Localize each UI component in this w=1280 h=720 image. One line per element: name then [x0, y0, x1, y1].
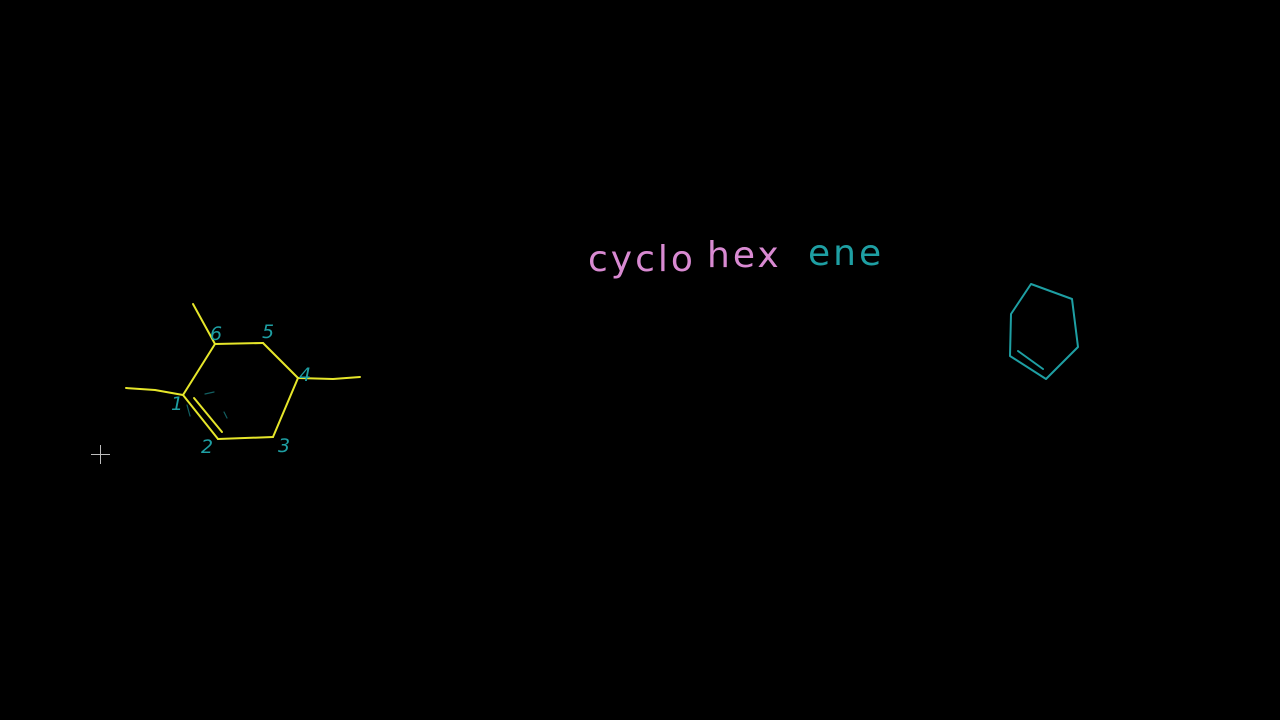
substituent-bond-c4: [297, 376, 361, 380]
carbon-label-2: 2: [201, 436, 213, 458]
substituent-bond-c6: [192, 303, 216, 345]
carbon-labels: 1 2 3 4 5 6: [171, 321, 311, 458]
ring-bond-1-6: [182, 343, 216, 396]
ring-bond-4-3: [272, 377, 299, 438]
carbon-label-1: 1: [171, 393, 183, 415]
ring-bond-5-4: [262, 342, 299, 379]
ring-bond-6-5: [214, 342, 264, 345]
ring-bond-2-1: [182, 394, 219, 440]
crosshair-cursor-icon: [91, 445, 110, 464]
carbon-label-4: 4: [299, 364, 311, 386]
substituent-bond-c1: [125, 387, 184, 396]
pi-bond-marks: [186, 391, 228, 419]
right-ring-double-bond: [1017, 350, 1044, 370]
written-name: cyclo hex ene: [588, 233, 884, 280]
carbon-label-5: 5: [262, 321, 274, 343]
name-part-cyclo: cyclo: [588, 239, 696, 280]
carbon-label-6: 6: [210, 323, 222, 345]
left-molecule: [125, 303, 361, 440]
double-bond-inner-line: [193, 397, 223, 433]
cyclohexene-ring-icon: [1009, 283, 1079, 380]
name-part-hex: hex: [707, 235, 782, 276]
carbon-label-3: 3: [278, 435, 290, 457]
right-ring-outline: [1009, 283, 1079, 380]
name-part-ene: ene: [808, 233, 884, 274]
ring-bond-3-2: [217, 436, 274, 440]
